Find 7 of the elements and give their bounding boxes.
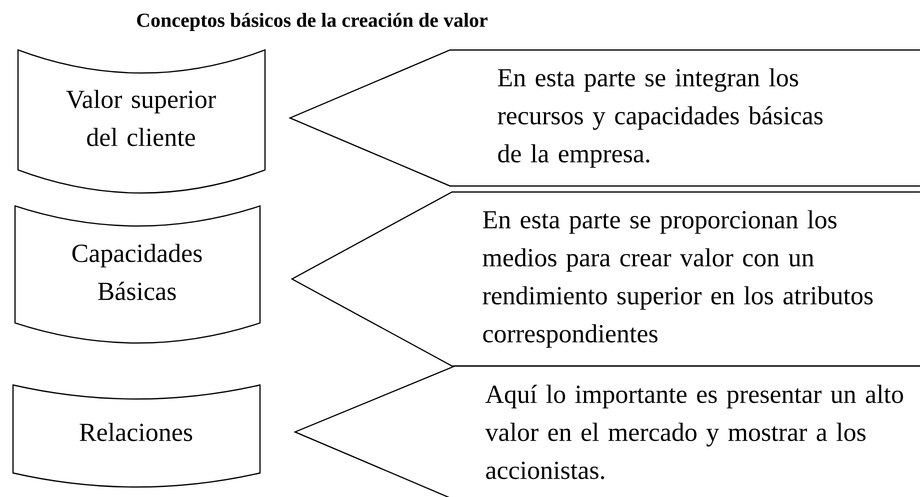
scroll-box: Relaciones <box>12 384 261 488</box>
callout: Aquí lo importante es presentar un alto valor en el mercado y mostrar a los accionistas. <box>293 365 920 497</box>
title: Conceptos básicos de la creación de valor <box>137 12 488 32</box>
scroll-box: Valor superior del cliente <box>17 49 266 194</box>
callout: En esta parte se proporcionan los medios para crear valor con un rendimiento superior en los atributos correspondientes <box>290 191 920 367</box>
scroll-box: Capacidades Básicas <box>14 205 261 344</box>
callout: En esta parte se integran los recursos y capacidades básicas de la empresa. <box>288 49 920 187</box>
